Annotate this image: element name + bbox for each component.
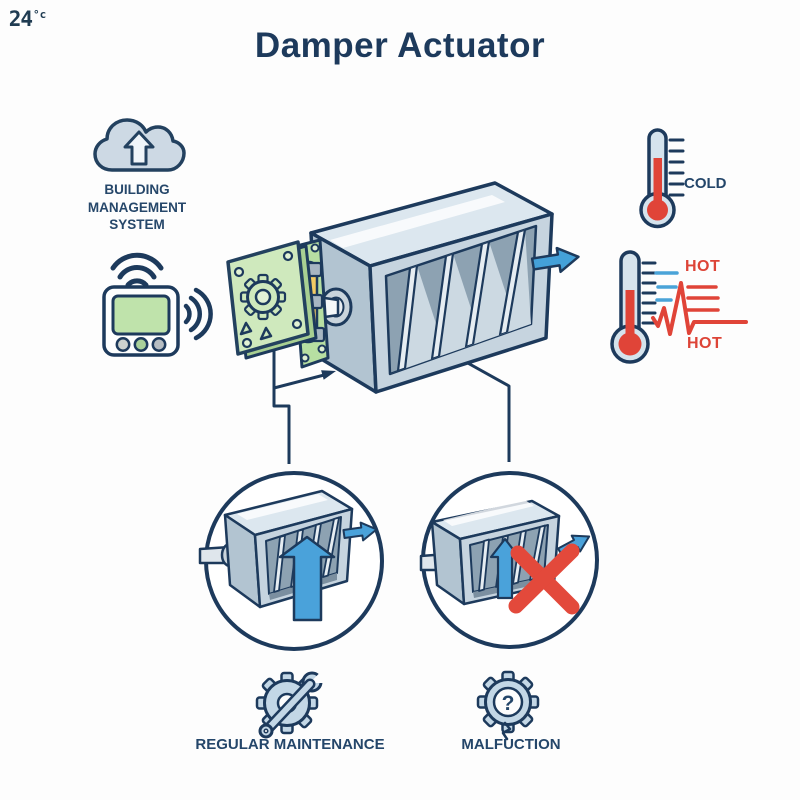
thermometer-ticks	[641, 261, 657, 325]
actuator	[226, 238, 340, 369]
page-title: Damper Actuator	[254, 26, 546, 65]
spike-line	[651, 281, 748, 336]
hot-label-top: HOT	[685, 258, 721, 275]
callout-circle-malfunction	[419, 471, 599, 649]
upload-arrow-icon	[123, 130, 155, 166]
hot-label-bottom: HOT	[687, 335, 723, 352]
gear-wrench-icon	[255, 667, 331, 739]
airflow-up-arrow	[278, 535, 336, 622]
temperature-graph-icon	[651, 271, 748, 336]
cold-label: COLD	[684, 175, 727, 192]
bms-line-2: MANAGEMENT	[87, 199, 187, 215]
red-x-icon	[508, 543, 580, 615]
bms-label: BUILDING MANAGEMENT SYSTEM	[62, 181, 212, 234]
triangle-mark	[239, 321, 253, 336]
thermostat-screen	[111, 294, 171, 336]
temperature-value: 24	[8, 6, 33, 31]
thermostat-button	[115, 337, 131, 352]
thermostat	[102, 285, 180, 357]
gear-question-icon: ?	[476, 670, 540, 741]
thermostat-button	[133, 337, 149, 352]
thermostat-temperature: 24 °c	[0, 0, 55, 37]
airflow-out-arrow	[342, 521, 378, 542]
question-mark-glyph: ?	[502, 692, 515, 715]
thermometer-cold-icon	[639, 128, 685, 229]
signal-waves-icon	[183, 287, 213, 341]
triangle-mark	[259, 326, 273, 341]
malfunction-label: MALFUCTION	[461, 736, 561, 753]
thermostat-button	[151, 337, 167, 352]
bms-line-1: BUILDING	[104, 182, 170, 197]
airflow-arrow	[530, 246, 580, 274]
callout-circle-maintenance	[198, 471, 384, 651]
thermometer-ticks	[668, 138, 685, 197]
thermometer-hot-icon	[610, 250, 657, 364]
bms-line-3: SYSTEM	[109, 217, 165, 232]
regular-maintenance-label: REGULAR MAINTENANCE	[195, 736, 385, 753]
temperature-unit: °c	[33, 7, 47, 21]
duct	[309, 181, 554, 394]
gear-icon	[239, 273, 287, 321]
cloud-upload-icon	[93, 118, 186, 172]
wifi-icon	[110, 252, 164, 288]
